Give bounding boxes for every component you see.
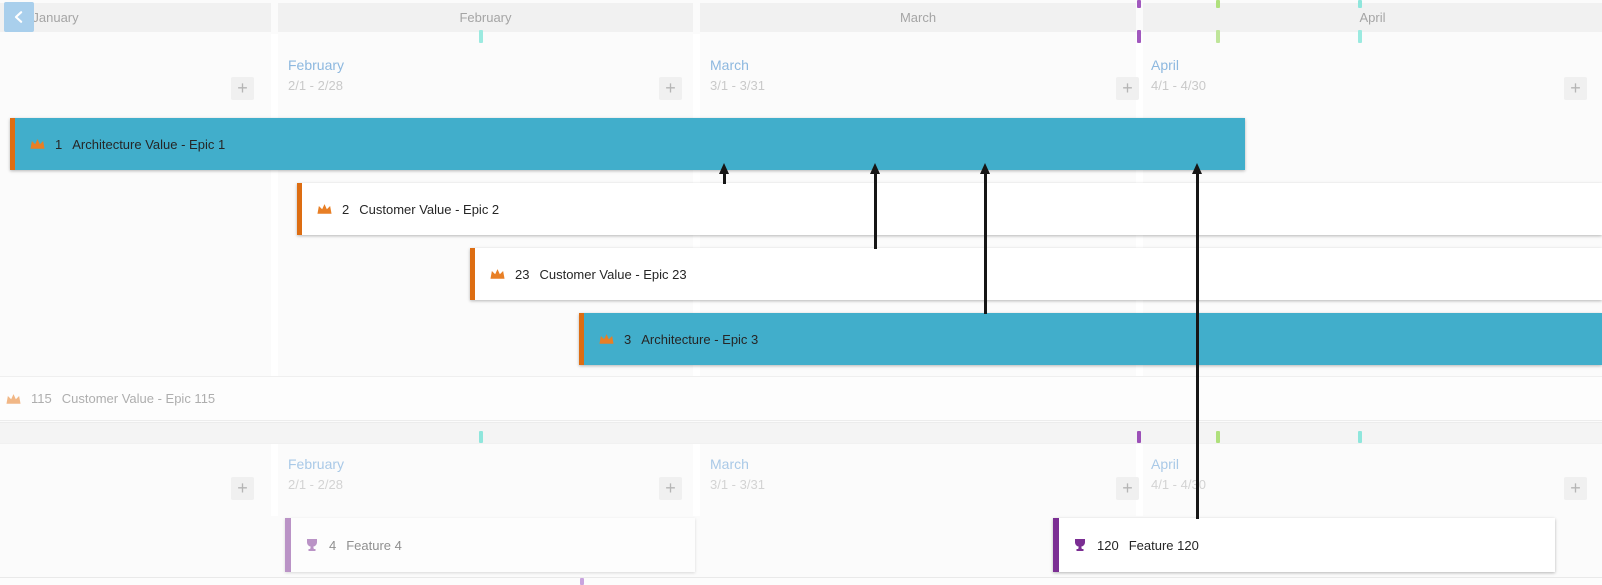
milestone-marker-purple	[1137, 431, 1141, 443]
column-gap	[693, 444, 700, 516]
arrow-head-icon	[869, 163, 880, 174]
work-item-title: Feature 4	[346, 537, 402, 553]
arrow-head-icon	[1191, 163, 1202, 174]
epic-bar-3[interactable]: 3 Architecture - Epic 3	[579, 313, 1602, 365]
milestone-marker-purple	[1137, 30, 1141, 43]
work-item-id: 1	[55, 136, 63, 152]
crown-icon	[30, 138, 45, 150]
add-item-button-march[interactable]: +	[1116, 477, 1139, 500]
add-item-button-march[interactable]: +	[1116, 77, 1139, 100]
work-item-id: 23	[515, 266, 530, 282]
epic-bar-23[interactable]: 23 Customer Value - Epic 23	[470, 248, 1602, 300]
crown-icon	[6, 393, 21, 405]
dependency-arrow[interactable]	[869, 163, 881, 249]
arrow-line	[1195, 172, 1199, 519]
dependency-arrow[interactable]	[718, 163, 730, 184]
epic-bar-2[interactable]: 2 Customer Value - Epic 2	[297, 183, 1602, 235]
add-item-button-february[interactable]: +	[659, 477, 682, 500]
arrow-line	[722, 172, 726, 184]
arrow-head-icon	[718, 163, 729, 174]
add-item-button-january[interactable]: +	[231, 77, 254, 100]
work-item-id: 4	[329, 537, 337, 553]
work-item-id: 3	[624, 331, 632, 347]
month-card-label: March	[710, 456, 749, 472]
arrow-line	[873, 172, 877, 249]
month-card-label: April	[1151, 57, 1180, 73]
milestone-marker-green	[1216, 30, 1220, 43]
add-item-button-april[interactable]: +	[1564, 77, 1587, 100]
column-gap	[271, 34, 278, 421]
work-item-id: 2	[342, 201, 350, 217]
month-card-range: 4/1 - 4/30	[1151, 477, 1206, 492]
plan-bottom-boundary	[0, 577, 1602, 578]
dependency-arrow[interactable]	[1191, 163, 1203, 519]
arrow-head-icon	[979, 163, 990, 174]
milestone-marker-purple	[1137, 0, 1141, 8]
plan-bottom-area	[0, 578, 1602, 585]
month-card-label: February	[288, 57, 345, 73]
epic-row-115[interactable]: 115 Customer Value - Epic 115	[0, 376, 1602, 421]
add-item-button-april[interactable]: +	[1564, 477, 1587, 500]
milestone-marker-cyan	[1358, 431, 1362, 443]
month-header-april: April	[1143, 3, 1602, 32]
crown-icon	[599, 333, 614, 345]
milestone-marker-green	[1216, 431, 1220, 443]
work-item-title: Architecture - Epic 3	[641, 331, 759, 347]
dependency-arrow[interactable]	[979, 163, 991, 314]
swimlane-divider	[0, 422, 1602, 444]
epic-bar-1[interactable]: 1 Architecture Value - Epic 1	[10, 118, 1245, 170]
month-header-january: January	[0, 3, 271, 32]
crown-icon	[317, 203, 332, 215]
month-card-range: 3/1 - 3/31	[710, 477, 765, 492]
month-card-range: 4/1 - 4/30	[1151, 78, 1206, 93]
trophy-icon	[1073, 538, 1087, 552]
work-item-id: 120	[1097, 537, 1119, 553]
milestone-marker-green	[1216, 0, 1220, 8]
feature-bar-4[interactable]: 4 Feature 4	[285, 518, 695, 572]
column-gap	[1136, 444, 1143, 516]
column-gap	[271, 444, 278, 516]
work-item-id: 115	[31, 391, 52, 406]
milestone-marker-cyan	[1358, 30, 1362, 43]
month-card-label: April	[1151, 456, 1180, 472]
add-item-button-february[interactable]: +	[659, 77, 682, 100]
work-item-title: Customer Value - Epic 23	[539, 266, 687, 282]
month-card-label: February	[288, 456, 345, 472]
chevron-left-icon	[14, 11, 23, 23]
month-card-range: 3/1 - 3/31	[710, 78, 765, 93]
milestone-marker-cyan	[479, 431, 483, 443]
milestone-marker-purple	[580, 578, 584, 585]
work-item-title: Customer Value - Epic 115	[61, 391, 216, 406]
milestone-marker-cyan	[479, 30, 483, 43]
work-item-title: Architecture Value - Epic 1	[72, 136, 226, 152]
month-header-february: February	[278, 3, 693, 32]
milestone-marker-cyan	[1358, 0, 1362, 8]
work-item-title: Customer Value - Epic 2	[359, 201, 500, 217]
feature-bar-120[interactable]: 120 Feature 120	[1053, 518, 1555, 572]
month-card-range: 2/1 - 2/28	[288, 477, 343, 492]
crown-icon	[490, 268, 505, 280]
work-item-title: Feature 120	[1128, 537, 1199, 553]
month-card-range: 2/1 - 2/28	[288, 78, 343, 93]
add-item-button-january[interactable]: +	[231, 477, 254, 500]
month-card-label: March	[710, 57, 749, 73]
arrow-line	[983, 172, 987, 314]
scroll-left-button[interactable]	[4, 2, 34, 32]
trophy-icon	[305, 538, 319, 552]
month-header-march: March	[700, 3, 1136, 32]
